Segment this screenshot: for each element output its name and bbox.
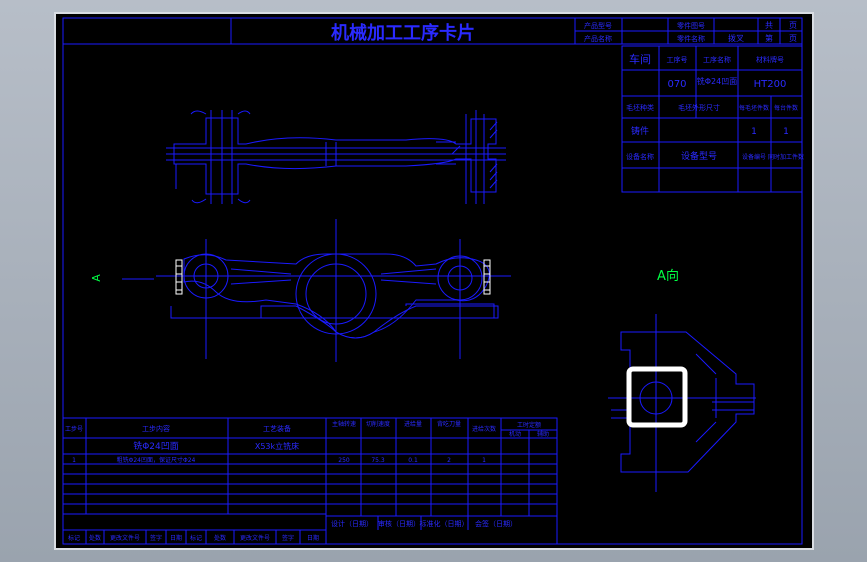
part-drawing-label: 零件图号 — [677, 21, 705, 30]
step1-content: 粗铣Φ24凹面，保证尺寸Φ24 — [117, 456, 196, 464]
piece-count-value: 1 — [783, 127, 789, 137]
step-content-label: 工步内容 — [142, 424, 170, 433]
info-table — [621, 45, 803, 193]
doc-label: 更改文件号 — [110, 534, 140, 542]
drawing-canvas: 机械加工工序卡片 产品型号 产品名称 零件图号 零件名称 拨叉 共 页 第 页 … — [62, 17, 804, 545]
blank-size-label: 毛坯外形尺寸 — [678, 103, 720, 112]
page-label: 页 — [789, 21, 797, 30]
mark-label: 标记 — [68, 534, 80, 542]
spindle-label: 主轴转速 — [332, 420, 356, 428]
blank-count-label: 每毛坯件数 — [739, 104, 769, 112]
feed-label: 进给量 — [404, 420, 422, 428]
process-row-equipment: X53k立铣床 — [255, 441, 299, 451]
machine-time-label: 机动 — [509, 430, 521, 438]
op-no-value: 070 — [667, 79, 686, 90]
cut-speed-label: 切削速度 — [366, 420, 390, 428]
step1-spindle: 250 — [338, 457, 350, 464]
place-label: 处数 — [89, 534, 101, 542]
sheet-page-label: 页 — [789, 34, 797, 43]
process-row-title: 铣Φ24凹面 — [133, 440, 179, 452]
depth-label: 背吃刀量 — [437, 420, 461, 428]
place-label-2: 处数 — [214, 534, 226, 542]
sheet-label: 第 — [765, 33, 773, 43]
sign-label-2: 签字 — [282, 534, 294, 542]
date-label-2: 日期 — [307, 534, 319, 542]
piece-count-label: 每台件数 — [774, 104, 798, 112]
passes-label: 进给次数 — [472, 425, 496, 433]
part-name-value: 拨叉 — [728, 33, 744, 43]
step1-depth: 2 — [447, 457, 451, 464]
material-label: 材料牌号 — [756, 55, 784, 64]
workshop-label: 车间 — [629, 52, 651, 66]
top-view-part — [166, 110, 506, 204]
card-title: 机械加工工序卡片 — [331, 22, 475, 44]
simul-label: 同时加工件数 — [768, 153, 804, 161]
step-no-label: 工步号 — [65, 425, 83, 433]
equipment-label: 工艺装备 — [263, 424, 291, 433]
view-label-a: A — [90, 274, 103, 282]
review-label: 审核（日期） — [378, 519, 420, 528]
step1-speed: 75.3 — [371, 457, 385, 464]
mark-label-2: 标记 — [190, 534, 202, 542]
design-label: 设计（日期） — [331, 519, 373, 528]
step1-no: 1 — [72, 457, 76, 464]
part-name-label: 零件名称 — [677, 34, 705, 43]
standard-label: 标准化（日期） — [420, 519, 469, 528]
front-view-part — [156, 219, 511, 362]
sheet-frame — [62, 17, 803, 545]
fixture-square — [626, 366, 688, 428]
product-name-label: 产品名称 — [584, 34, 612, 43]
process-table — [62, 417, 558, 545]
product-model-label: 产品型号 — [584, 21, 612, 30]
counter-label: 会签（日期） — [475, 519, 517, 528]
op-no-label: 工序号 — [667, 55, 688, 64]
blank-type-label: 毛坯种类 — [626, 103, 654, 112]
fixture-clamps — [175, 259, 491, 295]
step1-feed: 0.1 — [408, 457, 418, 464]
step1-passes: 1 — [482, 457, 486, 464]
view-label-a-direction: A向 — [657, 268, 679, 284]
op-name-label: 工序名称 — [703, 55, 731, 64]
date-label: 日期 — [170, 534, 182, 542]
op-name-value: 铣Φ24凹面 — [697, 76, 737, 86]
material-value: HT200 — [754, 79, 787, 90]
doc-label-2: 更改文件号 — [240, 534, 270, 542]
equip-model-label: 设备型号 — [681, 150, 717, 162]
time-label: 工时定额 — [517, 421, 541, 429]
blank-type-value: 铸件 — [631, 125, 649, 137]
equip-name-label: 设备名称 — [626, 152, 654, 161]
sign-label: 签字 — [150, 534, 162, 542]
aux-time-label: 辅助 — [537, 430, 549, 438]
blank-count-value: 1 — [751, 127, 757, 137]
drawing-sheet: 机械加工工序卡片 产品型号 产品名称 零件图号 零件名称 拨叉 共 页 第 页 … — [56, 14, 812, 548]
section-hatch — [451, 121, 498, 189]
total-label: 共 — [765, 21, 773, 30]
equip-no-label: 设备编号 — [742, 153, 766, 161]
